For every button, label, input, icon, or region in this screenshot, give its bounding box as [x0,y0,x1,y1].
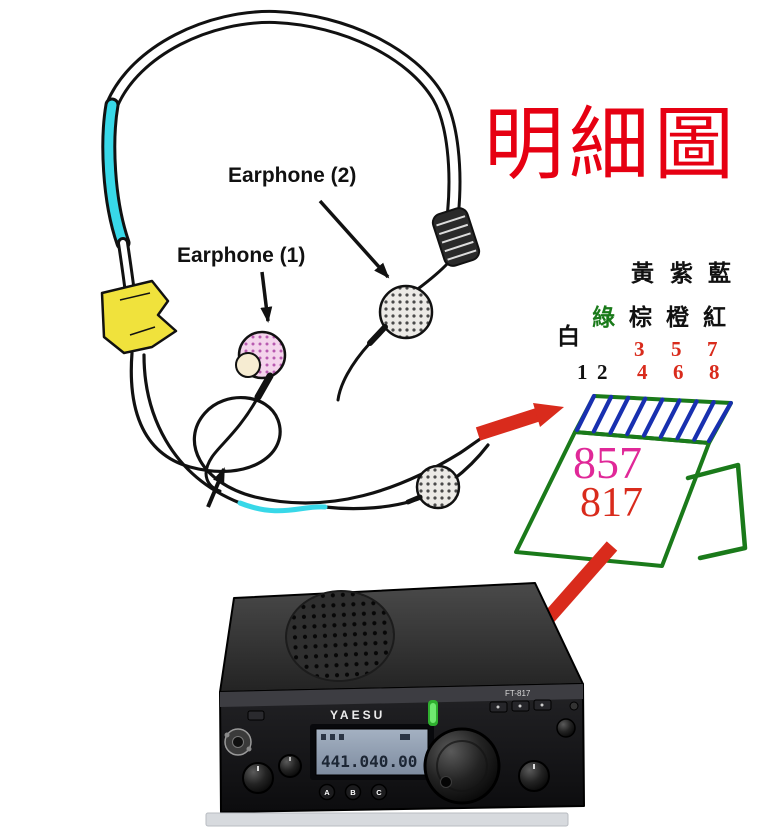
brand-label: YAESU [330,708,385,722]
pin-color-white: 白 [557,324,580,349]
speaker-grille [285,589,395,683]
label-earphone-1: Earphone (1) [177,244,306,267]
model-817: 817 [580,480,643,526]
pin-color-orange: 橙 [666,305,689,330]
button-a: A [318,783,336,801]
svg-text:B: B [350,788,356,797]
pin-number-3: 3 [634,337,645,361]
connector-pins [574,393,733,444]
left-small-button [247,710,265,721]
pin-color-brown: 棕 [629,305,652,330]
connector-diagram: 857 817 [514,393,748,568]
pin-color-purple: 紫 [670,261,693,286]
squelch-knob [278,754,302,778]
radio-photo: FT-817 YAESU 441.040.00 [205,582,585,827]
green-indicator-button [428,700,438,726]
label-earphone-2: Earphone (2) [228,164,357,187]
radio-top-face [219,582,584,693]
earphone-2 [367,261,450,346]
headset-illustration [100,9,490,514]
headband-pad [431,207,481,267]
connector-latch [685,462,748,561]
button-b: B [344,783,362,801]
earphone-1 [235,330,287,401]
front-panel-strip [220,684,583,707]
lcd-display: 441.040.00 [310,724,434,780]
pin-color-green: 綠 [592,305,615,330]
right-small-knob [556,701,579,738]
connector-box-front [514,430,711,568]
model-857: 857 [573,437,642,488]
model-label: FT-817 [505,689,531,698]
frequency-readout: 441.040.00 [321,752,417,771]
headband [101,9,462,299]
pin-number-1: 1 [577,360,588,384]
tuning-knob [423,727,501,805]
pin-color-yellow: 黃 [631,261,654,286]
pin-number-5: 5 [671,337,682,361]
bnc-connector [224,728,252,756]
earphone-1-arrow [260,271,273,323]
volume-knob [242,762,274,794]
pin-number-4: 4 [637,360,648,384]
pin-number-8: 8 [709,360,720,384]
pin-color-blue: 藍 [708,261,731,286]
pin-number-6: 6 [673,360,684,384]
earbud-3 [405,464,461,510]
earphone-2-arrow [318,199,390,279]
pin-number-2: 2 [597,360,608,384]
svg-text:C: C [376,788,382,797]
pin-number-7: 7 [707,337,718,361]
svg-text:A: A [324,788,330,797]
wire-pointer-arrow [206,467,226,508]
yellow-clip [100,279,178,355]
button-c: C [370,783,388,801]
page-title: 明細圖 [484,102,739,190]
selector-knob [518,760,550,792]
pin-color-red: 紅 [703,305,726,330]
table-edge [205,812,569,827]
function-buttons [489,699,552,713]
